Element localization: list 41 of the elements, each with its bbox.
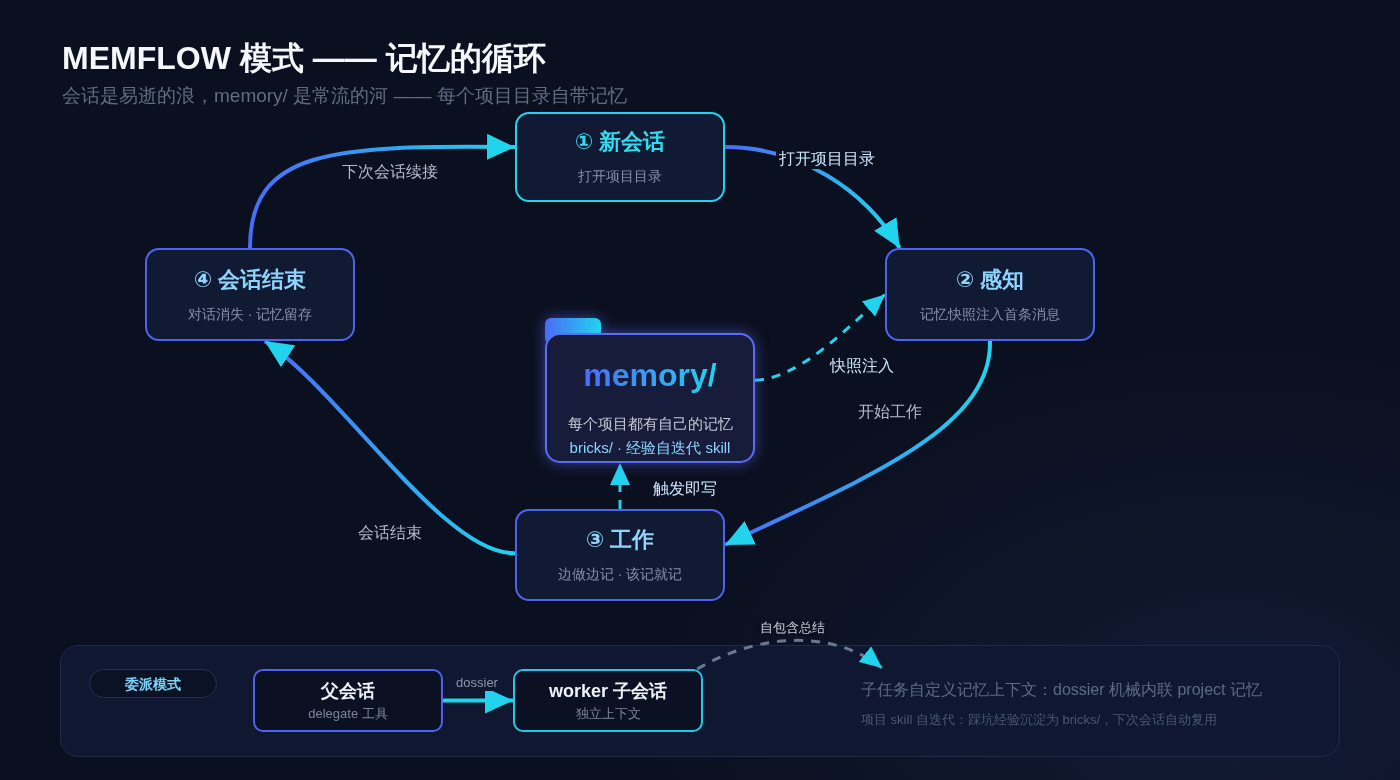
delegation-panel [60, 645, 1340, 757]
step-description: 记忆快照注入首条消息 [920, 304, 1060, 323]
step-title: ① 新会话 [574, 129, 666, 155]
folder-note: bricks/ · 经验自迭代 skill [569, 438, 731, 458]
step-title: ④ 会话结束 [193, 266, 307, 293]
step-description: 对话消失 · 记忆留存 [187, 304, 313, 323]
folder-card [545, 318, 755, 463]
arrow [248, 133, 515, 249]
edge-label: 快照注入 [827, 356, 897, 376]
step-card [885, 248, 1095, 341]
step-description: 打开项目目录 [578, 167, 662, 185]
edge-label: 打开项目目录 [776, 149, 878, 169]
session-description: delegate 工具 [308, 705, 388, 722]
edge-label: 会话结束 [355, 523, 425, 543]
edge-label: 自包含总结 [756, 620, 828, 636]
step-title: ② 感知 [955, 266, 1025, 293]
session-card [253, 669, 443, 732]
subtitle: 会话是易逝的浪，memory/ 是常流的河 —— 每个项目目录自带记忆 [62, 84, 627, 108]
dashed-arrow [754, 293, 886, 382]
step-card [515, 509, 725, 601]
edge-label: 开始工作 [855, 402, 925, 422]
dashed-arrow [610, 463, 630, 509]
step-card [145, 248, 355, 341]
panel-note: 项目 skill 自迭代：踩坑经验沉淀为 bricks/，下次会话自动复用 [861, 711, 1219, 729]
arrow [724, 340, 992, 547]
session-title: worker 子会话 [549, 679, 667, 702]
step-description: 边做边记 · 该记就记 [557, 565, 683, 583]
tag-pill [89, 669, 217, 698]
folder-description: 每个项目都有自己的记忆 [567, 414, 733, 434]
dashed-arrow [696, 638, 883, 671]
tag-label: 委派模式 [125, 674, 181, 693]
arrow [263, 339, 516, 556]
step-title: ③ 工作 [585, 527, 655, 553]
panel-note: 子任务自定义记忆上下文：dossier 机械内联 project 记忆 [861, 680, 1263, 700]
session-description: 独立上下文 [575, 705, 641, 722]
edge-label: dossier [453, 675, 501, 691]
step-card [515, 112, 725, 202]
session-title: 父会话 [321, 679, 375, 702]
diagram-title: MEMFLOW 模式 —— 记忆的循环 [62, 39, 546, 78]
edge-label: 下次会话续接 [339, 162, 441, 182]
session-card [513, 669, 703, 732]
